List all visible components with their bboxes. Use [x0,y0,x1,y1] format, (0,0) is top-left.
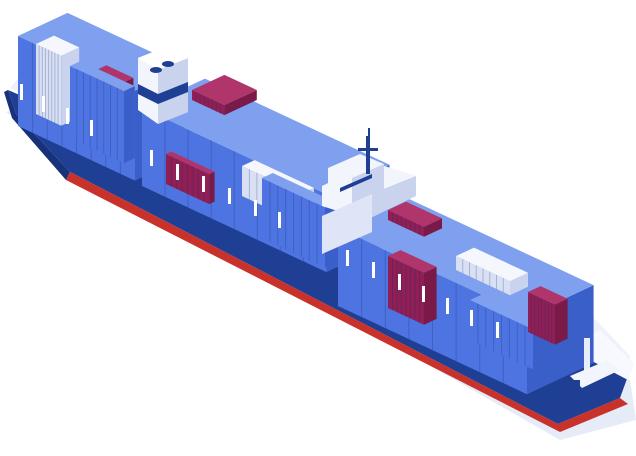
container-end [209,171,215,205]
container-top [262,172,336,208]
railing-post [398,274,401,290]
container-end [424,266,437,325]
container-side [470,300,533,370]
container-top [388,201,442,227]
container-end [224,90,257,116]
container-end [424,218,442,237]
container-top [70,60,135,92]
railing-post [20,84,23,100]
container-top [166,151,215,175]
railing-post [278,212,281,228]
container-end [124,86,135,164]
container-top [36,35,80,56]
container-top [388,250,437,273]
railing-post [90,120,93,136]
railing-post [496,322,499,338]
container-end [555,298,568,345]
railing-post [346,250,349,266]
mast [358,128,378,174]
railing-post [150,150,153,166]
railing-post [470,310,473,326]
container-side [528,292,555,345]
container-side [388,210,424,237]
container-end [510,272,528,296]
container-stacks [18,12,594,395]
container-side [192,90,225,116]
container-side [388,256,424,325]
container-side [456,256,510,296]
funnel [138,46,188,124]
railing-post [422,286,425,302]
railing-post [228,188,231,204]
railing-post [42,96,45,112]
container-top [92,65,134,85]
container-side [70,66,124,164]
container-top [528,286,568,305]
container-top [192,74,257,106]
railing-post [202,176,205,192]
railing-post [446,298,449,314]
bow-fittings [570,338,620,394]
railing-post [254,200,257,216]
railing-post [372,262,375,278]
container-top [456,247,528,282]
railing-post [176,164,179,180]
container-side [262,178,325,268]
railing-posts [20,84,499,338]
container-top [142,78,390,195]
railing-post [66,108,69,124]
